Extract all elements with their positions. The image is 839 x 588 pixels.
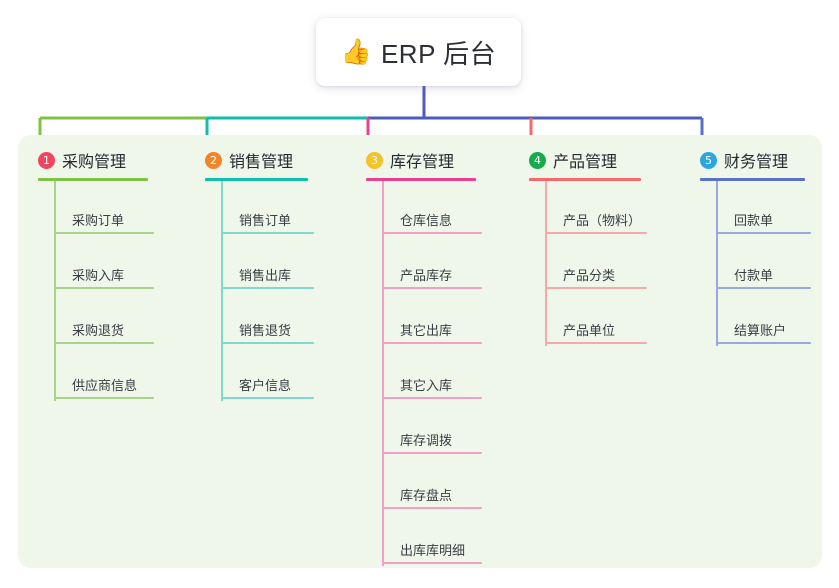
branch-spine — [545, 181, 547, 346]
branch-item-label: 回款单 — [734, 213, 774, 228]
branch-item-rule — [382, 287, 482, 289]
branch-item-label: 客户信息 — [239, 378, 292, 393]
branch-item[interactable]: 仓库信息 — [382, 210, 482, 234]
branch-badge-number: 5 — [700, 151, 717, 169]
branch-badge-number: 4 — [529, 151, 546, 169]
branch-item-label: 销售出库 — [239, 268, 292, 283]
branch-item-rule — [716, 232, 811, 234]
branch-item-rule — [382, 397, 482, 399]
branch-item[interactable]: 供应商信息 — [54, 375, 154, 399]
branch-badge-number: 1 — [38, 151, 55, 169]
branch-header-4[interactable]: 4 产品管理 — [529, 145, 617, 175]
branch-item-rule — [54, 397, 154, 399]
branch-header-rule — [529, 178, 641, 181]
branch-item-label: 供应商信息 — [72, 378, 138, 393]
branch-item-label: 产品分类 — [563, 268, 616, 283]
branch-item-label: 出库库明细 — [400, 543, 466, 558]
branch-header-2[interactable]: 2 销售管理 — [205, 145, 293, 175]
branch-item[interactable]: 销售订单 — [221, 210, 314, 234]
branch-item-label: 产品单位 — [563, 323, 616, 338]
branch-item-rule — [545, 287, 647, 289]
thumbs-up-icon: 👍 — [340, 37, 372, 66]
branch-item-rule — [545, 342, 647, 344]
branch-header-label: 产品管理 — [553, 154, 618, 171]
branch-item-rule — [716, 342, 811, 344]
branch-item-rule — [382, 507, 482, 509]
branch-item-label: 其它出库 — [400, 323, 453, 338]
branch-item[interactable]: 产品库存 — [382, 265, 482, 289]
branch-item-label: 库存调拨 — [400, 433, 453, 448]
branch-item-label: 销售退货 — [239, 323, 292, 338]
branch-spine — [716, 181, 718, 346]
branch-item-rule — [221, 342, 314, 344]
branch-item-label: 仓库信息 — [400, 213, 453, 228]
root-node-label: ERP 后台 — [380, 38, 497, 69]
branch-item[interactable]: 结算账户 — [716, 320, 811, 344]
branch-item-label: 库存盘点 — [400, 488, 453, 503]
branch-item-rule — [221, 232, 314, 234]
branch-spine — [221, 181, 223, 401]
branch-item[interactable]: 付款单 — [716, 265, 811, 289]
branch-item-label: 其它入库 — [400, 378, 453, 393]
branch-header-rule — [700, 178, 805, 181]
branch-item-rule — [382, 452, 482, 454]
branch-item[interactable]: 其它出库 — [382, 320, 482, 344]
branch-header-label: 销售管理 — [229, 154, 294, 171]
branch-item-label: 采购订单 — [72, 213, 125, 228]
branch-item[interactable]: 销售退货 — [221, 320, 314, 344]
branch-item-label: 销售订单 — [239, 213, 292, 228]
branch-item[interactable]: 库存调拨 — [382, 430, 482, 454]
branch-spine — [382, 181, 384, 566]
branch-item[interactable]: 销售出库 — [221, 265, 314, 289]
branch-header-label: 库存管理 — [390, 154, 455, 171]
branch-item[interactable]: 客户信息 — [221, 375, 314, 399]
branch-item[interactable]: 产品分类 — [545, 265, 647, 289]
branch-item-rule — [382, 342, 482, 344]
branch-badge-number: 2 — [205, 151, 222, 169]
branch-item-label: 付款单 — [734, 268, 774, 283]
branch-header-1[interactable]: 1 采购管理 — [38, 145, 126, 175]
branch-header-label: 采购管理 — [62, 154, 127, 171]
branch-item[interactable]: 出库库明细 — [382, 540, 482, 564]
branch-header-5[interactable]: 5 财务管理 — [700, 145, 788, 175]
branch-header-rule — [38, 178, 148, 181]
branch-item[interactable]: 采购入库 — [54, 265, 154, 289]
branch-item-label: 产品库存 — [400, 268, 453, 283]
root-node-erp-backend[interactable]: 👍 ERP 后台 — [316, 18, 521, 86]
branch-badge-number: 3 — [366, 151, 383, 169]
branch-item-label: 采购退货 — [72, 323, 125, 338]
branch-item-rule — [54, 342, 154, 344]
branch-item[interactable]: 采购订单 — [54, 210, 154, 234]
branch-item-rule — [716, 287, 811, 289]
branch-item[interactable]: 其它入库 — [382, 375, 482, 399]
branch-item[interactable]: 产品（物料） — [545, 210, 647, 234]
branch-panel — [18, 135, 822, 568]
branch-item-rule — [221, 397, 314, 399]
branch-item-label: 产品（物料） — [563, 213, 642, 228]
branch-item-rule — [382, 562, 482, 564]
branch-item[interactable]: 回款单 — [716, 210, 811, 234]
branch-item-label: 结算账户 — [734, 323, 787, 338]
branch-header-label: 财务管理 — [724, 154, 789, 171]
branch-header-rule — [366, 178, 476, 181]
branch-item-rule — [54, 287, 154, 289]
branch-item[interactable]: 库存盘点 — [382, 485, 482, 509]
branch-item-label: 采购入库 — [72, 268, 125, 283]
branch-item-rule — [221, 287, 314, 289]
branch-item[interactable]: 产品单位 — [545, 320, 647, 344]
branch-item-rule — [382, 232, 482, 234]
branch-item-rule — [545, 232, 647, 234]
branch-header-rule — [205, 178, 308, 181]
branch-item-rule — [54, 232, 154, 234]
branch-header-3[interactable]: 3 库存管理 — [366, 145, 454, 175]
branch-spine — [54, 181, 56, 401]
branch-item[interactable]: 采购退货 — [54, 320, 154, 344]
